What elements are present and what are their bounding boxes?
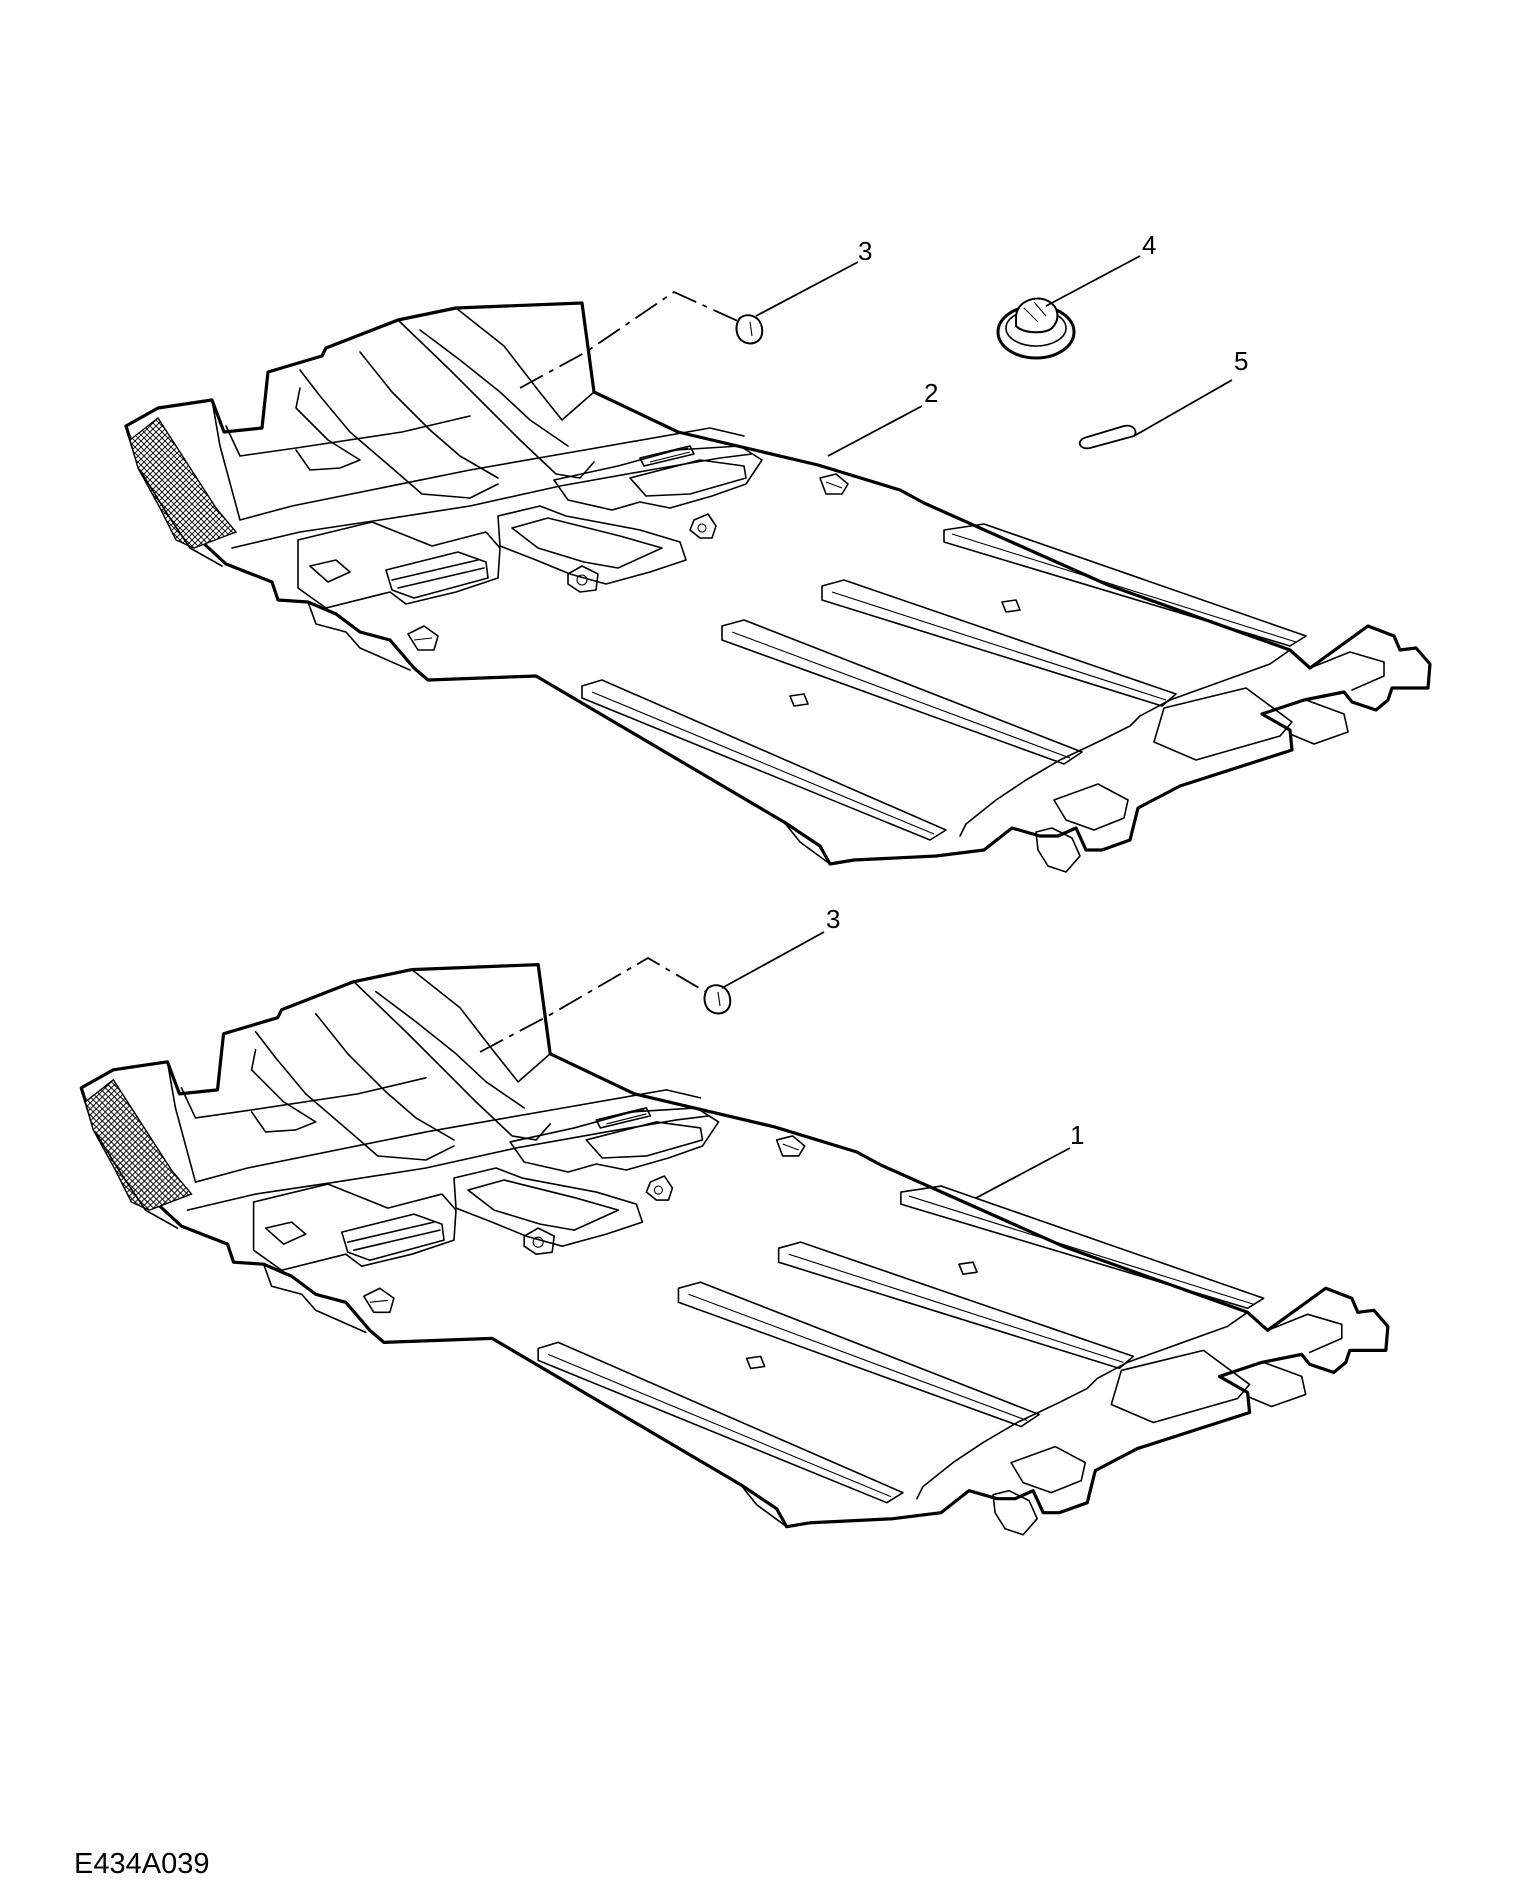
carpet-assembly-item-1 [79,963,1390,1537]
clip-item-3-lower [479,956,732,1053]
callout-3-upper: 3 [858,236,872,266]
pin-item-5 [1078,424,1137,450]
clip-item-3-upper [519,290,764,389]
carpet-assembly-item-2 [124,301,1432,874]
callout-1: 1 [1070,1120,1084,1150]
grommet-item-4 [996,297,1076,360]
callout-4: 4 [1142,230,1156,260]
callout-5: 5 [1234,346,1248,376]
callout-3-lower: 3 [826,904,840,934]
callout-2: 2 [924,378,938,408]
leader-lines [721,255,1233,1199]
figure-code: E434A039 [74,1848,210,1880]
